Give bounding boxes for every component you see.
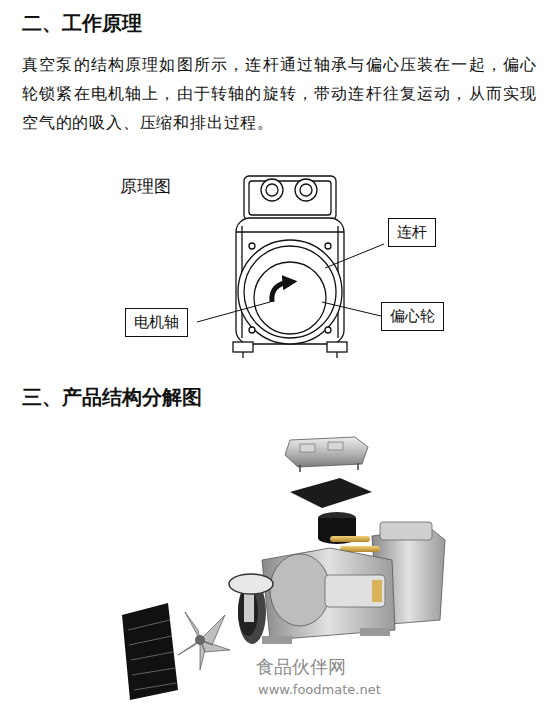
watermark: 食品伙伴网 bbox=[256, 655, 396, 679]
callout-text: 电机轴 bbox=[134, 313, 179, 332]
rotation-arrow bbox=[272, 282, 290, 302]
callout-box: 电机轴 bbox=[125, 308, 188, 337]
section-heading: 二、工作原理 bbox=[22, 8, 322, 38]
callout-box: 偏心轮 bbox=[381, 302, 444, 331]
callout-text: 连杆 bbox=[397, 223, 427, 242]
callout-box: 连杆 bbox=[388, 218, 436, 247]
body-paragraph: 真空泵的结构原理如图所示，连杆通过轴承与偏心压装在一起，偏心轮锁紧在电机轴上，由… bbox=[22, 50, 537, 137]
figure-title: 原理图 bbox=[120, 174, 220, 198]
pump-front-view bbox=[233, 176, 347, 358]
section-heading: 三、产品结构分解图 bbox=[22, 382, 322, 412]
exploded-view bbox=[122, 437, 445, 700]
leader-lines bbox=[197, 244, 384, 322]
watermark-url: www.foodmate.net bbox=[258, 681, 408, 699]
callout-text: 偏心轮 bbox=[390, 307, 435, 326]
